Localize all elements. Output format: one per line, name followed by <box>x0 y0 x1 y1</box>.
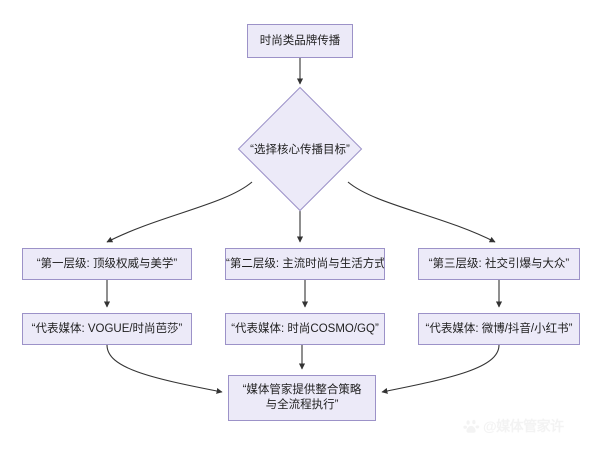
node-end-label-line-2: 与全流程执行” <box>265 399 339 411</box>
node-end[interactable]: “媒体管家提供整合策略 与全流程执行” <box>228 375 376 421</box>
node-start-label: 时尚类品牌传播 <box>259 34 341 47</box>
edge-media3-to-end <box>381 344 500 394</box>
node-tier-1-label: “第一层级: 顶级权威与美学” <box>36 257 178 270</box>
node-decision-label: “选择核心传播目标” <box>250 144 350 156</box>
node-tier-2[interactable]: “第二层级: 主流时尚与生活方式” <box>225 248 385 280</box>
node-tier-2-label: “第二层级: 主流时尚与生活方式” <box>226 257 384 270</box>
node-media-1[interactable]: “代表媒体: VOGUE/时尚芭莎” <box>22 313 192 345</box>
node-media-1-label: “代表媒体: VOGUE/时尚芭莎” <box>31 322 183 335</box>
node-tier-3-label: “第三层级: 社交引爆与大众” <box>428 257 570 270</box>
node-decision[interactable]: “选择核心传播目标” <box>237 86 363 212</box>
watermark: @媒体管家许 <box>463 414 593 438</box>
node-media-2[interactable]: “代表媒体: 时尚COSMO/GQ” <box>225 313 385 345</box>
node-tier-1[interactable]: “第一层级: 顶级权威与美学” <box>22 248 192 280</box>
node-media-2-label: “代表媒体: 时尚COSMO/GQ” <box>231 322 379 335</box>
node-media-3-label: “代表媒体: 微博/抖音/小红书” <box>425 322 573 335</box>
node-media-3[interactable]: “代表媒体: 微博/抖音/小红书” <box>418 313 580 345</box>
node-end-label-line-1: “媒体管家提供整合策略 <box>242 384 362 396</box>
node-tier-3[interactable]: “第三层级: 社交引爆与大众” <box>418 248 580 280</box>
baidu-paw-icon <box>463 418 480 435</box>
node-start[interactable]: 时尚类品牌传播 <box>247 24 353 58</box>
edge-media1-to-end <box>106 344 223 394</box>
watermark-text: @媒体管家许 <box>483 418 564 434</box>
